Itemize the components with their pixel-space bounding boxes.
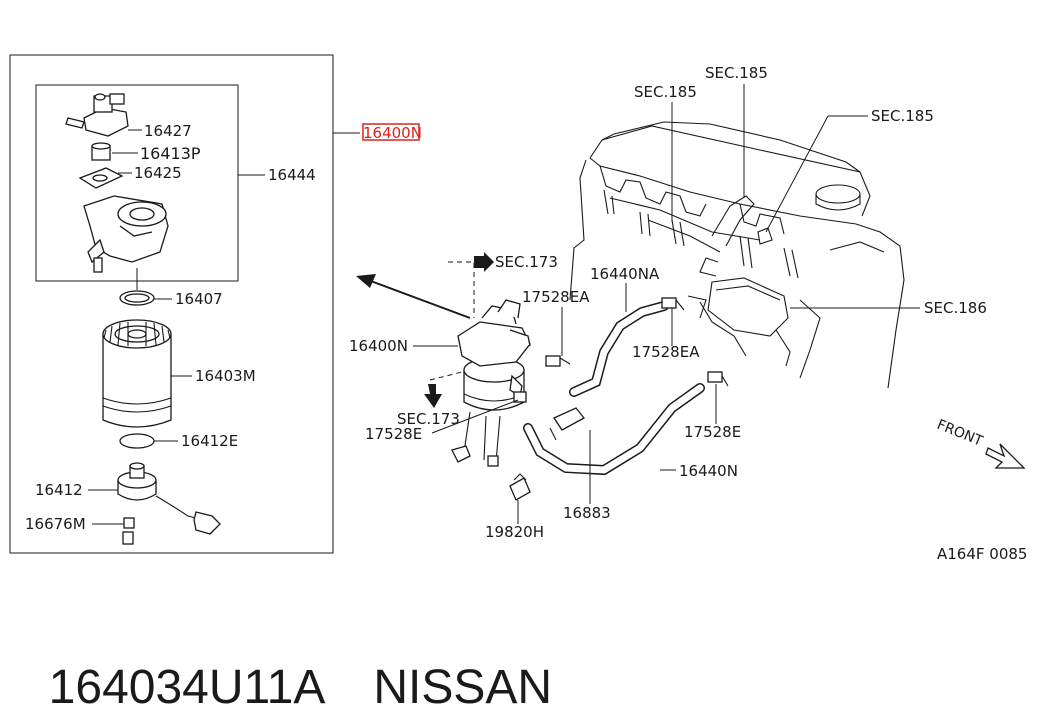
bowl-gasket-part (119, 433, 155, 449)
drain-plug-part (122, 517, 135, 545)
gasket-part (78, 167, 124, 189)
front-arrow-icon (985, 443, 1026, 469)
fuel-filter-assembly (451, 299, 531, 467)
assembly-arrow-head (356, 274, 376, 288)
cap-part (91, 142, 111, 161)
clamp-17528E-a (513, 391, 527, 403)
label-16413P: 16413P (140, 144, 201, 163)
label-sec185-left: SEC.185 (634, 83, 697, 101)
filter-head-part (83, 195, 169, 273)
label-sec173-bottom: SEC.173 (397, 410, 460, 428)
priming-pump-part (65, 93, 129, 137)
water-sensor-part (117, 462, 221, 535)
label-sec186: SEC.186 (924, 299, 987, 317)
label-sec173-top: SEC.173 (495, 253, 558, 271)
label-17528E-right: 17528E (684, 423, 741, 441)
connector-16883 (549, 407, 585, 441)
clamp-17528EA-a (545, 355, 571, 367)
label-16883: 16883 (563, 504, 611, 522)
sec173-arrow-bottom (424, 384, 442, 408)
caption: 164034U11A NISSAN (22, 598, 552, 718)
label-16403M: 16403M (195, 367, 256, 385)
label-16676M: 16676M (25, 515, 86, 533)
hose-16440NA (569, 301, 669, 397)
label-17528EA-left: 17528EA (522, 288, 590, 306)
leader-lines-right (413, 84, 920, 524)
engine-sketch (569, 121, 905, 389)
label-sec185-top: SEC.185 (705, 64, 768, 82)
clip-19820H (509, 473, 531, 501)
label-16440N: 16440N (679, 462, 738, 480)
clamp-17528E-b (707, 371, 729, 387)
clamp-17528EA-b (661, 297, 685, 311)
label-sec185-right: SEC.185 (871, 107, 934, 125)
label-16440NA: 16440NA (590, 265, 660, 283)
label-19820H: 19820H (485, 523, 544, 541)
label-16400N: 16400N (349, 337, 408, 355)
label-16400N-highlighted: 16400N (363, 124, 422, 142)
brand-name: NISSAN (373, 661, 553, 714)
label-16444: 16444 (268, 166, 316, 184)
sec173-dash-top (448, 261, 475, 318)
part-number: 164034U11A (48, 661, 326, 714)
sec173-arrow-top (474, 252, 494, 272)
parts-diagram: 16427 16413P 16425 16444 16400N 16407 16… (9, 54, 1027, 563)
exploded-view-frame (9, 54, 334, 554)
filter-cartridge-part (102, 319, 172, 428)
assembly-arrow-line (367, 279, 471, 319)
label-16427: 16427 (144, 122, 192, 140)
leader-lines-left (88, 129, 360, 525)
label-16412: 16412 (35, 481, 83, 499)
highlight-box (362, 123, 420, 141)
label-17528E-left: 17528E (365, 425, 422, 443)
label-16407: 16407 (175, 290, 223, 308)
label-16425: 16425 (134, 164, 182, 182)
o-ring-inner (124, 293, 150, 303)
sec173-dash-bottom (429, 371, 463, 381)
hose-16440N (523, 383, 705, 476)
label-16412E: 16412E (181, 432, 238, 450)
figure-code: A164F 0085 (937, 545, 1027, 563)
label-front: FRONT (935, 417, 986, 450)
label-17528EA-right: 17528EA (632, 343, 700, 361)
